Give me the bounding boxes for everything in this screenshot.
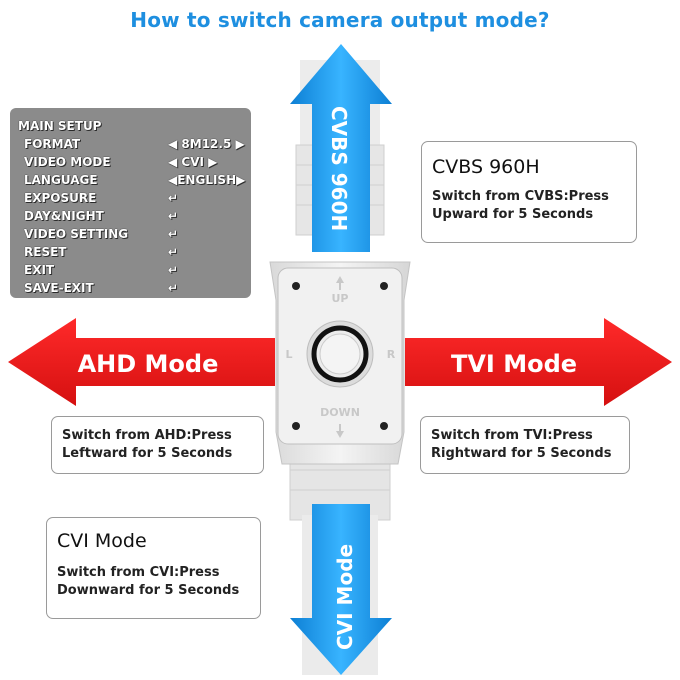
tvi-arrow-label: TVI Mode — [451, 350, 577, 378]
menu-item-value: ↵ — [168, 245, 179, 259]
tvi-info-box: Switch from TVI:Press Rightward for 5 Se… — [420, 416, 630, 474]
cvbs-arrow-label: CVBS 960H — [327, 106, 351, 231]
menu-item-value: ↵ — [168, 281, 179, 295]
menu-item: EXPOSURE ↵ — [10, 190, 251, 206]
menu-item-label: EXPOSURE — [24, 191, 97, 205]
menu-item-value: ↵ — [168, 191, 179, 205]
page-title: How to switch camera output mode? — [130, 8, 550, 32]
menu-item-label: SAVE-EXIT — [24, 281, 94, 295]
ahd-arrow-label: AHD Mode — [78, 350, 219, 378]
cvbs-arrow — [290, 44, 392, 252]
joystick-down-label: DOWN — [320, 406, 360, 419]
menu-item: DAY&NIGHT ↵ — [10, 208, 251, 224]
cvi-arrow-label: CVI Mode — [333, 544, 357, 650]
menu-item-value: ◀ENGLISH▶ — [168, 173, 246, 187]
menu-item-label: DAY&NIGHT — [24, 209, 104, 223]
joystick-right-label: R — [387, 348, 396, 361]
menu-header: MAIN SETUP — [10, 118, 251, 134]
menu-item-value: ↵ — [168, 227, 179, 241]
menu-item: LANGUAGE ◀ENGLISH▶ — [10, 172, 251, 188]
cvi-info-box: CVI Mode Switch from CVI:Press Downward … — [46, 517, 261, 619]
menu-item-value: ◀ CVI ▶ — [168, 155, 218, 169]
cvbs-box-line2: Upward for 5 Seconds — [432, 207, 594, 222]
menu-item: RESET ↵ — [10, 244, 251, 260]
menu-item: EXIT ↵ — [10, 262, 251, 278]
menu-header-label: MAIN SETUP — [18, 119, 102, 133]
menu-item-value: ↵ — [168, 263, 179, 277]
menu-item-label: VIDEO MODE — [24, 155, 111, 169]
ahd-info-box: Switch from AHD:Press Leftward for 5 Sec… — [51, 416, 264, 474]
menu-item: VIDEO MODE ◀ CVI ▶ — [10, 154, 251, 170]
cvbs-info-box: CVBS 960H Switch from CVBS:Press Upward … — [421, 141, 637, 243]
tvi-arrow — [405, 318, 672, 406]
menu-item-label: LANGUAGE — [24, 173, 98, 187]
menu-item-value: ↵ — [168, 209, 179, 223]
cvi-box-line1: Switch from CVI:Press — [57, 565, 220, 580]
cvbs-box-title: CVBS 960H — [432, 156, 540, 178]
menu-item: VIDEO SETTING ↵ — [10, 226, 251, 242]
ahd-box-line2: Leftward for 5 Seconds — [62, 446, 233, 461]
tvi-box-line1: Switch from TVI:Press — [431, 428, 593, 443]
tvi-box-line2: Rightward for 5 Seconds — [431, 446, 612, 461]
joystick-knob[interactable] — [306, 320, 374, 388]
menu-item: FORMAT ◀ 8M12.5 ▶ — [10, 136, 251, 152]
menu-item-label: RESET — [24, 245, 67, 259]
cvi-box-line2: Downward for 5 Seconds — [57, 583, 240, 598]
joystick-left-label: L — [285, 348, 292, 361]
joystick-up-label: UP — [332, 292, 349, 305]
osd-menu: MAIN SETUP FORMAT ◀ 8M12.5 ▶ VIDEO MODE … — [10, 108, 251, 298]
ahd-arrow — [8, 318, 275, 406]
menu-item-label: FORMAT — [24, 137, 81, 151]
cvi-box-title: CVI Mode — [57, 530, 147, 552]
menu-item-label: EXIT — [24, 263, 55, 277]
menu-item: SAVE-EXIT ↵ — [10, 280, 251, 296]
menu-item-value: ◀ 8M12.5 ▶ — [168, 137, 245, 151]
cvbs-box-line1: Switch from CVBS:Press — [432, 189, 609, 204]
menu-item-label: VIDEO SETTING — [24, 227, 129, 241]
cvi-arrow — [290, 504, 392, 675]
ahd-box-line1: Switch from AHD:Press — [62, 428, 232, 443]
